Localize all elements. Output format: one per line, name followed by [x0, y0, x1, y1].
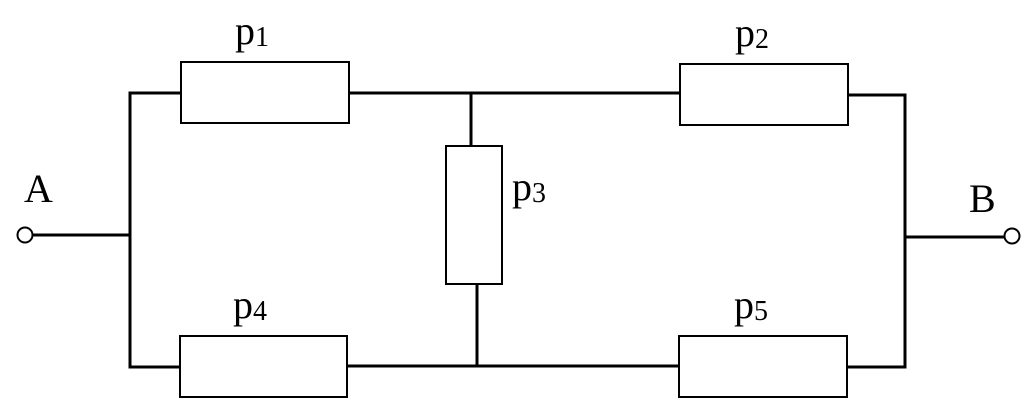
resistor-p3 [445, 145, 503, 285]
label-p3-base: p [512, 164, 532, 209]
label-p5-base: p [734, 282, 754, 327]
label-p4-sub: 4 [253, 296, 267, 327]
label-p4: p4 [233, 282, 267, 327]
label-p1-base: p [235, 8, 255, 53]
label-p3: p3 [512, 164, 546, 209]
terminal-b-label: B [969, 176, 996, 221]
label-p5-sub: 5 [754, 296, 768, 327]
label-p2-sub: 2 [755, 24, 769, 55]
resistor-p4 [179, 335, 348, 398]
terminal-a-node [16, 226, 34, 244]
resistor-p5 [678, 335, 848, 398]
label-p1: p1 [235, 8, 269, 53]
label-p2-base: p [735, 10, 755, 55]
label-p3-sub: 3 [532, 178, 546, 209]
terminal-b-node [1003, 227, 1021, 245]
resistor-p1 [180, 61, 350, 124]
label-p4-base: p [233, 282, 253, 327]
label-p5: p5 [734, 282, 768, 327]
terminal-a-label: A [24, 166, 53, 211]
resistor-p2 [679, 63, 849, 126]
label-p2: p2 [735, 10, 769, 55]
label-p1-sub: 1 [255, 22, 269, 53]
wires [30, 91, 1007, 369]
